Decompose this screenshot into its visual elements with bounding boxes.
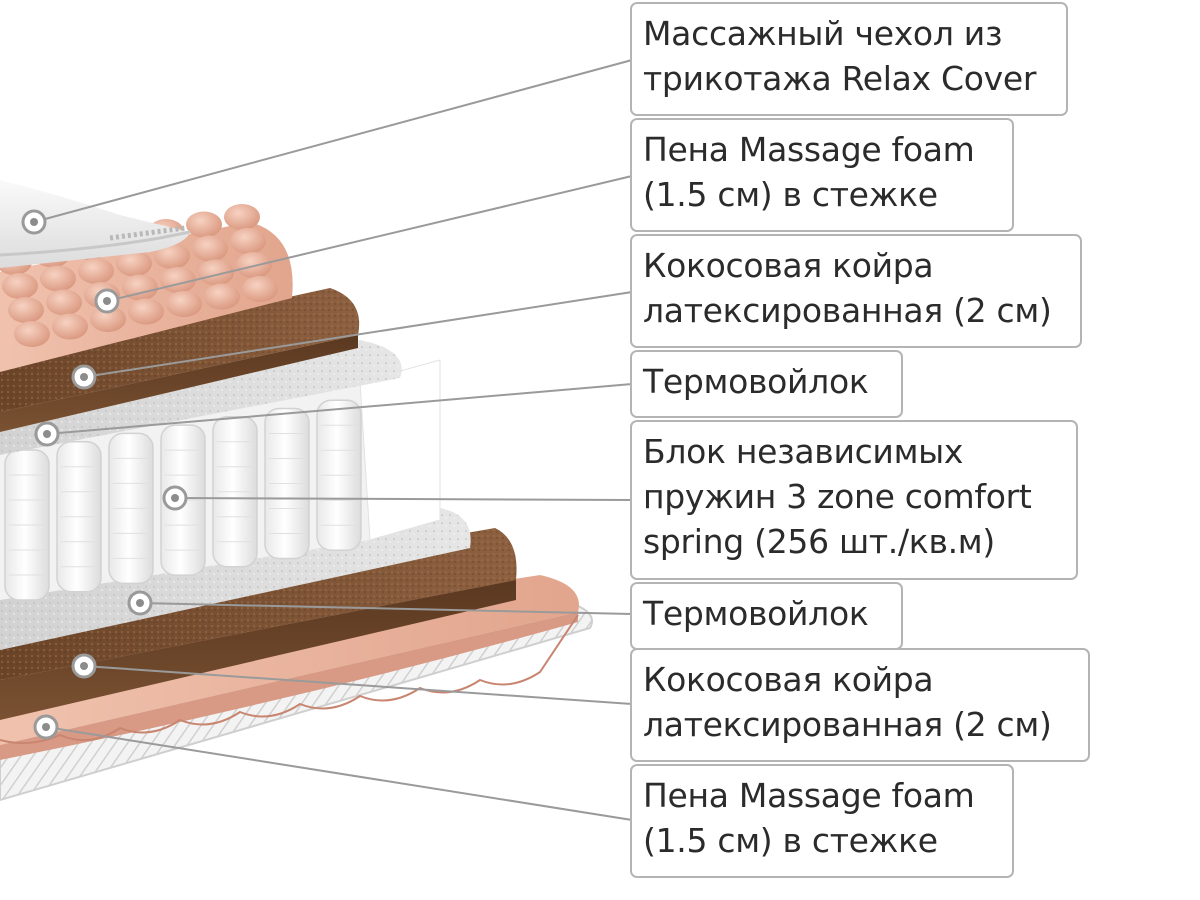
foam-bump	[40, 265, 76, 292]
top-cover-layer	[0, 180, 191, 268]
foam-bump	[8, 297, 44, 323]
bottom-coir-layer	[0, 528, 517, 720]
label-coir-bottom-line-2: латексированная (2 см)	[643, 705, 1052, 744]
label-springs: Блок независимых пружин 3 zone comfort s…	[630, 420, 1078, 580]
foam-bump	[160, 267, 196, 293]
label-foam-top-line-2: (1.5 см) в стежке	[643, 175, 938, 214]
foam-bump	[116, 250, 152, 277]
top-felt-layer	[0, 340, 402, 455]
foam-bump	[52, 313, 88, 340]
foam-bump	[230, 228, 266, 254]
foam-bump	[2, 273, 38, 299]
foam-bump	[186, 211, 222, 238]
foam-bump	[224, 204, 260, 230]
layer-markers	[21, 209, 188, 740]
label-felt-bottom: Термовойлок	[630, 582, 903, 650]
label-foam-top-line-1: Пена Massage foam	[643, 130, 975, 169]
foam-bump	[122, 274, 158, 301]
label-foam-bottom: Пена Massage foam (1.5 см) в стежке	[630, 764, 1014, 878]
foam-bump	[204, 283, 240, 310]
label-cover-line-2: трикотажа Relax Cover	[643, 59, 1037, 98]
label-coir-top-line-1: Кокосовая койра	[643, 246, 934, 285]
label-coir-top: Кокосовая койра латексированная (2 см)	[630, 234, 1082, 348]
label-foam-bottom-line-2: (1.5 см) в стежке	[643, 821, 938, 860]
foam-bump	[166, 291, 202, 317]
foam-bump	[242, 276, 278, 302]
foam-bump	[90, 306, 126, 332]
label-felt-top: Термовойлок	[630, 350, 903, 418]
foam-bump	[154, 243, 190, 269]
spring-block-layer	[0, 359, 441, 601]
foam-bump	[128, 298, 164, 325]
label-foam-bottom-line-1: Пена Massage foam	[643, 776, 975, 815]
label-cover-line-1: Массажный чехол из	[643, 14, 1003, 53]
label-coir-bottom: Кокосовая койра латексированная (2 см)	[630, 648, 1090, 762]
foam-bump	[46, 289, 82, 316]
label-foam-top: Пена Massage foam (1.5 см) в стежке	[630, 118, 1014, 232]
label-coir-top-line-2: латексированная (2 см)	[643, 291, 1052, 330]
label-springs-line-3: spring (256 шт./кв.м)	[643, 522, 995, 561]
leader-lines	[33, 59, 633, 821]
label-cover: Массажный чехол из трикотажа Relax Cover	[630, 2, 1068, 116]
label-coir-bottom-line-1: Кокосовая койра	[643, 660, 934, 699]
foam-bump	[192, 235, 228, 262]
label-springs-line-2: пружин 3 zone comfort	[643, 477, 1032, 516]
foam-bump	[198, 259, 234, 286]
label-felt-top-line-1: Термовойлок	[643, 362, 869, 401]
label-felt-bottom-line-1: Термовойлок	[643, 594, 869, 633]
foam-bump	[14, 321, 50, 347]
label-springs-line-1: Блок независимых	[643, 432, 964, 471]
foam-bump	[78, 258, 114, 284]
